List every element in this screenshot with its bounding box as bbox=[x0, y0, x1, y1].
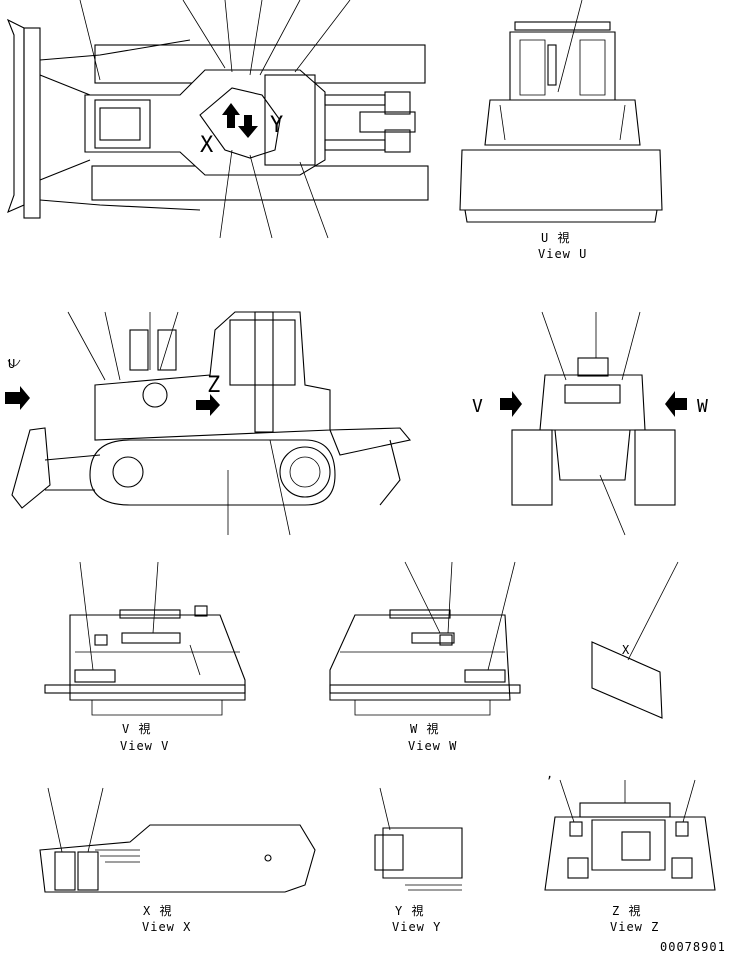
drawing-number: 00078901 bbox=[660, 940, 726, 954]
view-v-caption-en: View V bbox=[120, 739, 169, 753]
view-y-drawing bbox=[374, 787, 463, 891]
view-x-caption-en: View X bbox=[142, 920, 191, 934]
view-x-drawing bbox=[39, 787, 316, 893]
marker-y-top: Y bbox=[270, 113, 283, 138]
detail-plate-drawing bbox=[591, 561, 679, 719]
view-y-caption-en: View Y bbox=[392, 920, 441, 934]
view-z-caption-en: View Z bbox=[610, 920, 659, 934]
view-z-drawing bbox=[544, 779, 716, 891]
view-w-drawing bbox=[329, 561, 521, 716]
marker-u-side: U bbox=[8, 357, 16, 371]
rear-view-dozer bbox=[500, 311, 687, 536]
tick-mark: , bbox=[546, 767, 554, 781]
view-u-caption-en: View U bbox=[538, 247, 587, 261]
marker-v-rear: V bbox=[472, 396, 483, 417]
marker-x-top: X bbox=[200, 133, 214, 158]
view-w-caption-jp: W 視 bbox=[410, 721, 439, 736]
view-u-drawing bbox=[459, 0, 663, 223]
view-x-caption-jp: X 視 bbox=[143, 903, 172, 918]
top-view-dozer bbox=[6, 0, 429, 239]
view-u-caption-jp: U 視 bbox=[541, 230, 570, 245]
view-v-drawing bbox=[44, 561, 246, 716]
side-view-dozer bbox=[5, 311, 412, 536]
marker-z-side: Z bbox=[207, 373, 220, 398]
marker-detail-x: X bbox=[622, 643, 630, 657]
marker-w-rear: W bbox=[697, 396, 708, 417]
view-w-caption-en: View W bbox=[408, 739, 457, 753]
view-z-caption-jp: Z 視 bbox=[612, 903, 641, 918]
view-y-caption-jp: Y 視 bbox=[395, 903, 424, 918]
view-v-caption-jp: V 視 bbox=[122, 721, 151, 736]
